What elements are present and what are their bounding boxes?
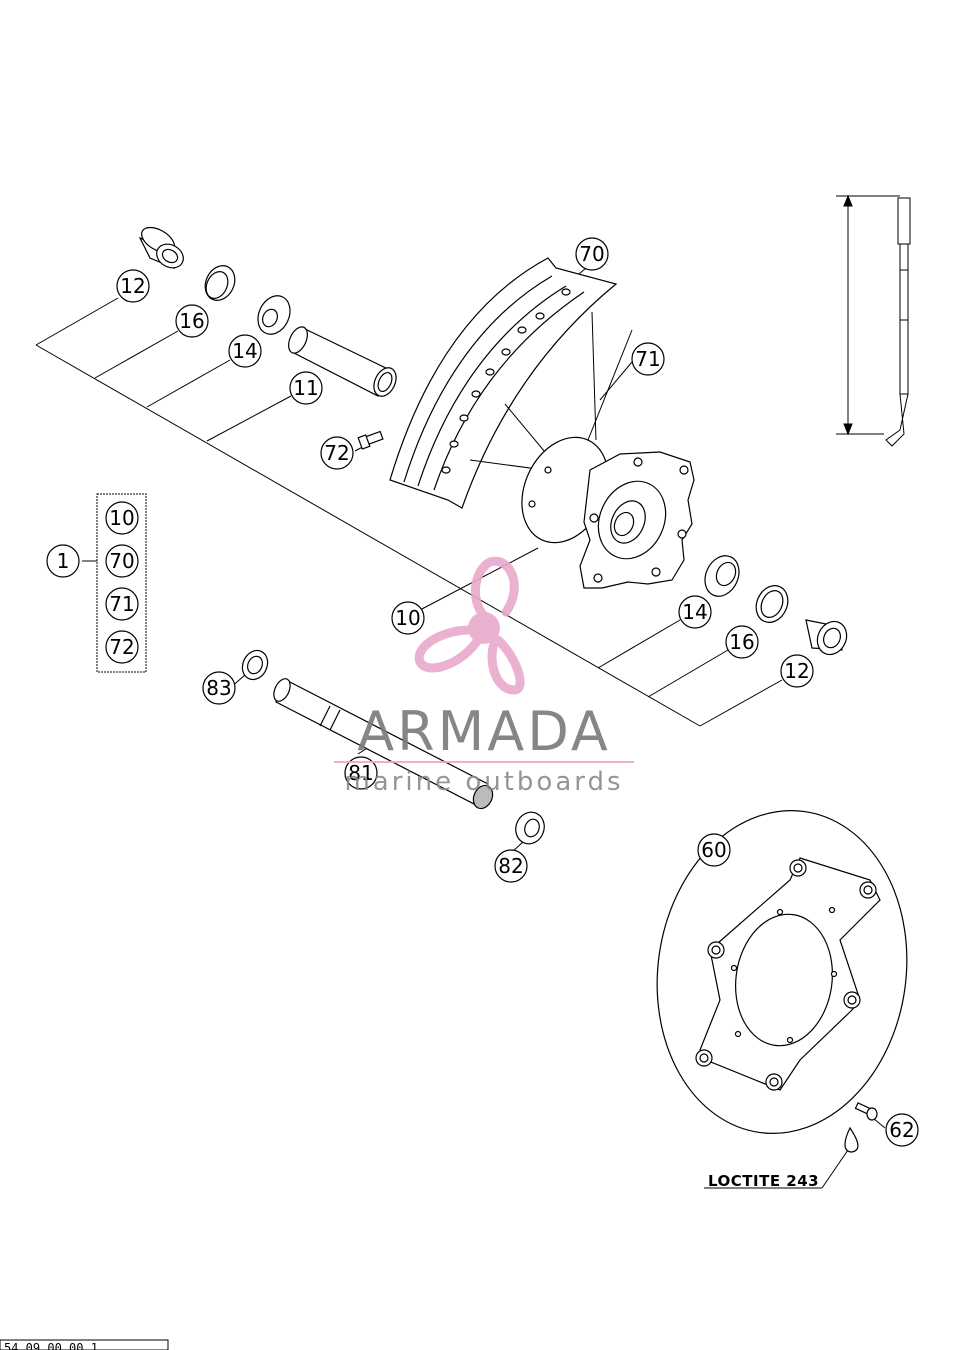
screw-part-72 [357,430,384,450]
callouts: 12 16 14 11 72 70 71 10 [46,237,919,1147]
callout-16-right: 16 [725,625,759,659]
callout-kit-item: 70 [105,544,139,578]
callout-14-top: 14 [228,334,262,368]
spoke-length-dimension [836,194,911,447]
callout-label: 83 [206,676,231,700]
callout-71: 71 [631,342,665,376]
seal-part-16-top [204,265,236,301]
nut-part-82 [515,811,545,845]
spacer-tube-part-11 [288,326,397,397]
callout-12-right: 12 [780,654,814,688]
callout-10-hub: 10 [391,601,425,635]
bushing-part-12-right [805,619,848,656]
callout-14-right: 14 [678,595,712,629]
callout-62: 62 [885,1113,919,1147]
propeller-logo-icon [414,556,525,695]
callout-label: 1 [57,549,70,573]
callout-label: 14 [682,600,707,624]
callout-kit-item: 72 [105,630,139,664]
callout-label: 70 [579,242,604,266]
callout-label: 60 [701,838,726,862]
footer-code: 54.09.00.00.1 [4,1341,98,1350]
callout-label: 71 [109,592,134,616]
hub-part-10 [521,436,695,589]
callout-kit-item: 10 [105,501,139,535]
kit-box [96,493,147,673]
callout-label: 11 [293,376,318,400]
seal-part-16-right [755,585,789,623]
callout-label: 14 [232,339,257,363]
callout-label: 72 [109,635,134,659]
callout-11: 11 [289,371,323,405]
axle-part-81 [273,678,494,810]
callout-kit-parent: 1 [46,544,80,578]
callout-kit-item: 71 [105,587,139,621]
watermark-brand: ARMADA [357,700,611,763]
callout-83: 83 [202,671,236,705]
rim-part-70 [389,257,618,509]
callout-label: 71 [635,347,660,371]
callout-label: 72 [324,441,349,465]
callout-60: 60 [697,833,731,867]
callout-label: 12 [120,274,145,298]
callout-70: 70 [575,237,609,271]
brake-disc-part-60 [656,810,908,1134]
callout-label: 10 [109,506,134,530]
bushing-part-12-top [138,226,184,270]
callout-label: 10 [395,606,420,630]
watermark-tagline: marine outboards [344,767,623,797]
loctite-drop-icon [844,1126,859,1153]
bearing-part-14-right [704,555,740,597]
callout-label: 12 [784,659,809,683]
callout-81: 81 [344,756,378,790]
watermark: ARMADA marine outboards [334,556,634,797]
callout-82: 82 [494,849,528,883]
callout-label: 70 [109,549,134,573]
callout-label: 81 [348,761,373,785]
callout-label: 16 [179,309,204,333]
screw-part-62 [854,1102,878,1121]
nut-part-83 [241,649,269,681]
callout-12-top: 12 [116,269,150,303]
callout-72-top: 72 [320,436,354,470]
bearing-part-14-top [257,295,291,335]
callout-16-top: 16 [175,304,209,338]
loctite-note: LOCTITE 243 [708,1172,819,1190]
callout-label: 16 [729,630,754,654]
callout-label: 82 [498,854,523,878]
footer-box [0,1339,169,1350]
callout-label: 62 [889,1118,914,1142]
